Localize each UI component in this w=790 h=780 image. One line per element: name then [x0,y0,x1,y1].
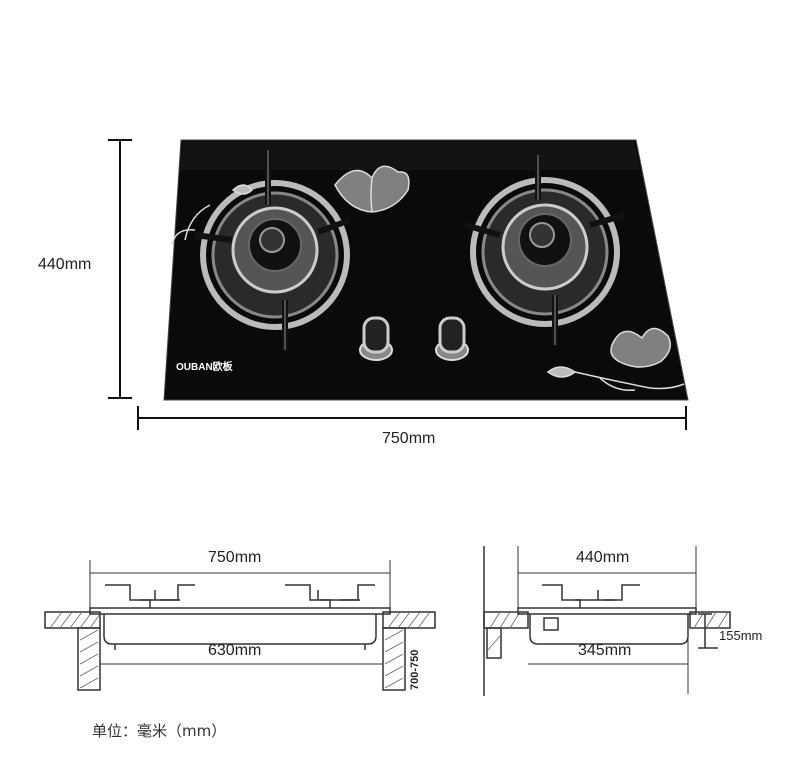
width-dimension [137,406,687,430]
brand-logo: OUBAN欧板 [176,358,233,373]
side-depth-dimension [517,546,697,694]
side-cooktop-body [517,584,697,645]
side-depth-label: 440mm [576,549,630,566]
unit-note: 单位：毫米（mm） [92,722,227,740]
side-section-wall [483,546,731,696]
left-burner [194,150,352,350]
front-width-label: 750mm [208,549,262,566]
flower-decoration-bottom [546,327,685,391]
left-knob [359,316,393,361]
right-burner [464,155,626,345]
side-height-dimension [698,613,718,649]
flower-decoration-top [171,165,410,246]
side-cutout-label: 345mm [578,642,632,659]
width-label: 750mm [382,430,436,447]
front-cooktop-body [89,584,391,650]
side-height-label: 155mm [719,628,763,643]
right-knob [435,316,469,361]
front-cutout-label: 630mm [208,642,262,659]
brand-text-cn: 欧板 [212,362,233,373]
front-width-dimension [89,560,391,610]
height-label: 440mm [38,256,92,273]
height-dimension [108,139,132,399]
brand-text: OUBAN [176,362,213,373]
cabinet-height-label: 700-750 [409,649,421,690]
countertop [44,611,436,691]
